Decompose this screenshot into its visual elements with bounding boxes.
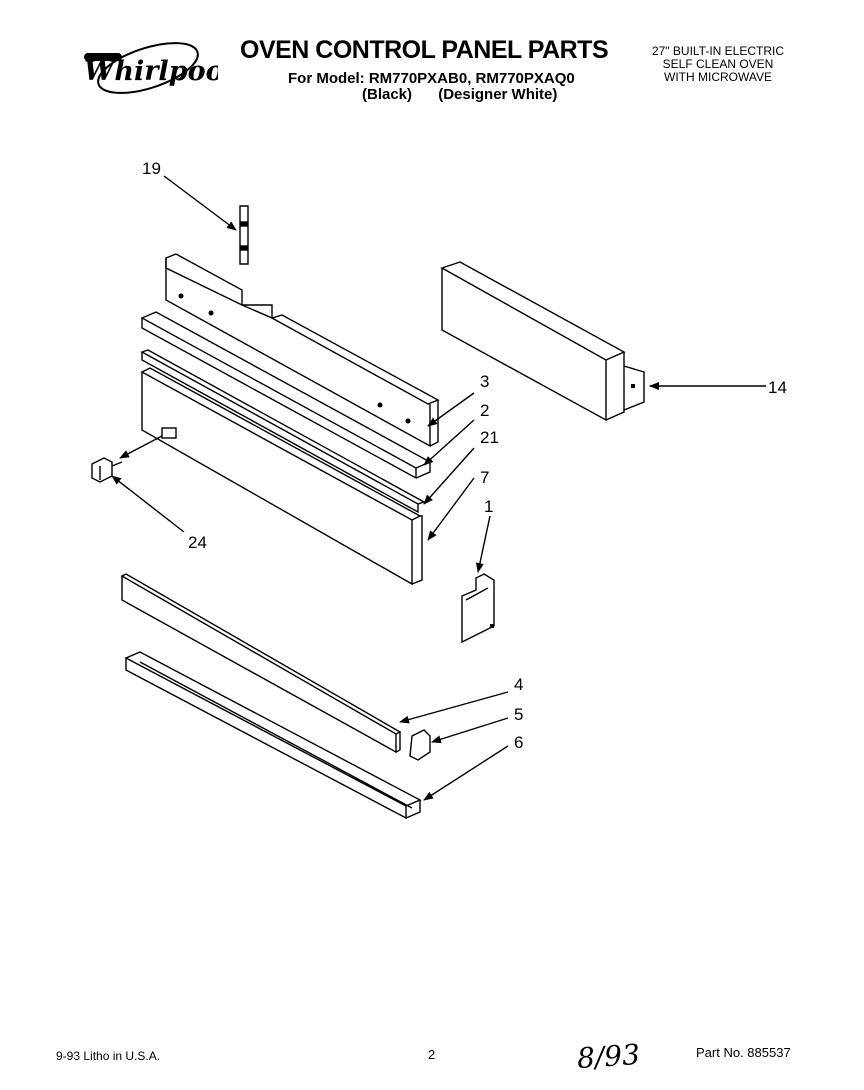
callout-6: 6: [514, 733, 523, 752]
callout-3: 3: [480, 372, 489, 391]
part-4-lower-strip: [120, 573, 402, 754]
model-line: For Model: RM770PXAB0, RM770PXAQ0: [288, 70, 575, 87]
description-line: SELF CLEAN OVEN: [662, 57, 774, 71]
part-5-end-cap: [409, 729, 431, 761]
callout-2: 2: [480, 401, 489, 420]
leader-lines: [111, 175, 766, 801]
page-title: OVEN CONTROL PANEL PARTS: [240, 36, 609, 64]
part-7-control-panel: [140, 367, 423, 586]
part-19-bracket: [239, 205, 249, 265]
color-variants: (Black) (Designer White): [362, 86, 579, 103]
part-24-plug: [91, 457, 123, 483]
page-number: 2: [428, 1047, 436, 1062]
callout-19: 19: [142, 159, 161, 178]
callout-14: 14: [768, 378, 787, 397]
callout-24: 24: [188, 533, 207, 552]
callout-4: 4: [514, 675, 523, 694]
description-line: 27" BUILT-IN ELECTRIC: [651, 44, 785, 58]
callout-7: 7: [480, 468, 489, 487]
product-description: 27" BUILT-IN ELECTRIC SELF CLEAN OVEN WI…: [618, 45, 818, 84]
callout-21: 21: [480, 428, 499, 447]
part-1-clip: [461, 573, 495, 644]
part-6-bottom-trim: [124, 651, 422, 820]
color-designer-white: (Designer White): [438, 86, 558, 103]
litho-note: 9-93 Litho in U.S.A.: [56, 1049, 161, 1063]
color-black: (Black): [362, 86, 413, 103]
callout-5: 5: [514, 705, 523, 724]
svg-text:Whirlpool: Whirlpool: [84, 56, 218, 87]
part-number: Part No. 885537: [696, 1045, 791, 1060]
description-line: WITH MICROWAVE: [664, 70, 772, 84]
handwritten-date: 8/93: [575, 1037, 641, 1076]
part-14-control-box: [440, 261, 645, 422]
callout-1: 1: [484, 497, 493, 516]
whirlpool-logo: Whirlpool: [84, 42, 218, 94]
